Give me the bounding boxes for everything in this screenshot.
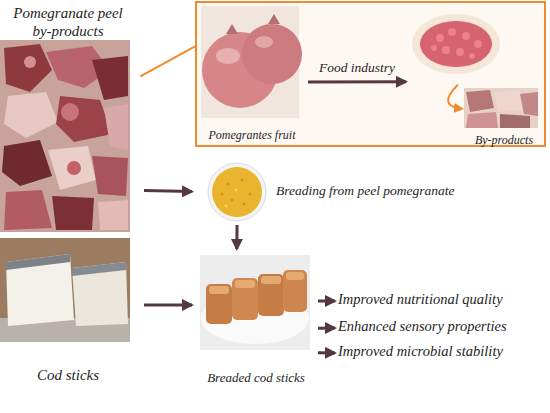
node-label: Cod sticks: [0, 366, 136, 384]
breading-node: Breading from peel pomegranate: [208, 163, 508, 221]
flow-arrow: [318, 351, 335, 354]
by-products-node: By-products: [464, 88, 544, 148]
node-label: Pomegrantes fruit: [198, 128, 306, 142]
cod-photo: [0, 238, 130, 342]
cod-node: Cod sticks: [0, 236, 136, 386]
fruit-node: Pomegrantes fruit: [202, 7, 302, 147]
node-label: Pomegranate peel by-products: [12, 4, 124, 40]
leader-line: [140, 46, 195, 76]
flow-arrow: [318, 327, 335, 330]
node-label: By-products: [464, 133, 544, 147]
node-label: Breaded cod sticks: [192, 370, 320, 386]
node-label: Improved nutritional quality: [338, 291, 548, 308]
benefit-text: Improved microbial stability: [338, 343, 548, 363]
node-label: Breading from peel pomegranate: [276, 183, 506, 199]
benefit-text: Improved nutritional quality: [338, 291, 548, 311]
node-label: Enhanced sensory properties: [338, 318, 548, 335]
breaded-sticks-photo: [200, 255, 310, 350]
breaded-node: Breaded cod sticks: [196, 252, 316, 388]
peel-node: Pomegranate peel by-products: [0, 0, 136, 232]
node-label: Improved microbial stability: [338, 343, 548, 360]
breading-bowl: [208, 163, 266, 221]
flow-arrow: [318, 299, 335, 302]
benefit-text: Enhanced sensory properties: [338, 318, 548, 338]
edge-label: Food industry: [319, 60, 395, 76]
flow-arrow: [144, 190, 192, 191]
peel-photo: [0, 40, 130, 232]
flow-arrow: [235, 225, 238, 249]
flow-arrow: [144, 304, 192, 307]
seeds-node: [410, 10, 507, 84]
